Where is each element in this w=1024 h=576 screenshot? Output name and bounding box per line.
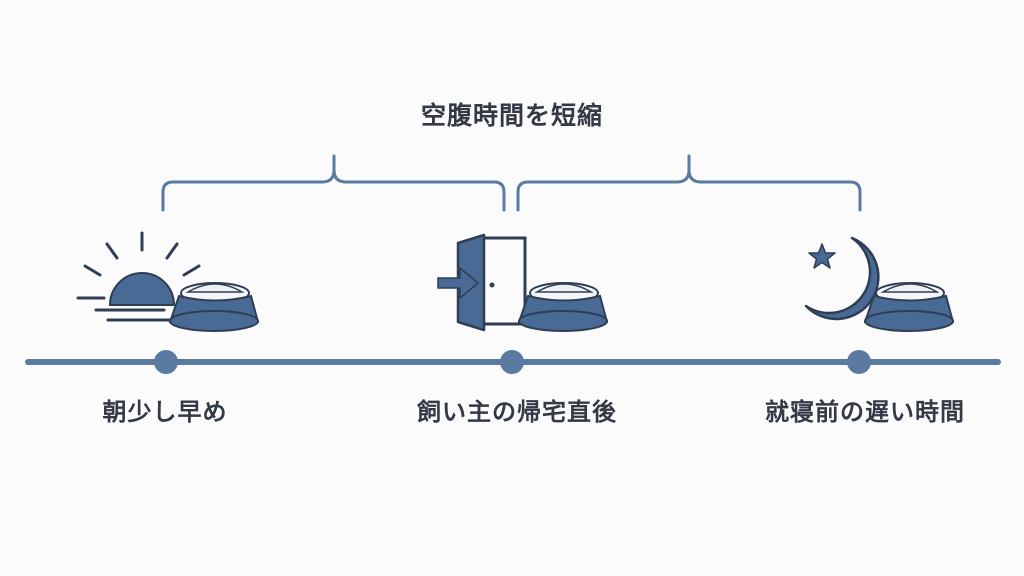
moon-star-icon [804,236,880,321]
timeline-label-night: 就寝前の遅い時間 [765,398,965,426]
right-brace [516,154,862,212]
left-brace [161,154,506,212]
timeline-node-return [500,350,524,374]
timeline-node-night [847,350,871,374]
food-bowl-icon [517,282,609,332]
timeline-label-return: 飼い主の帰宅直後 [417,398,617,426]
timeline-node-morning [154,350,178,374]
diagram-title: 空腹時間を短縮 [420,101,603,130]
food-bowl-icon [168,282,260,332]
food-bowl-icon [863,282,955,332]
sunrise-icon [76,231,201,322]
door-enter-icon [437,233,527,332]
timeline-label-morning: 朝少し早め [102,398,228,426]
